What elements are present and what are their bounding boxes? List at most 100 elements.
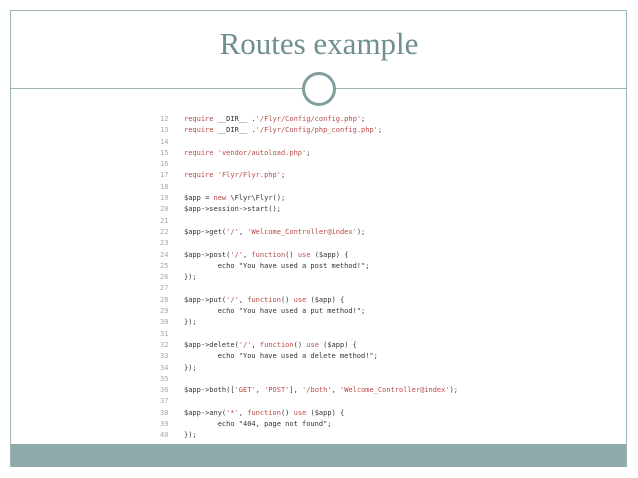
code-token: }); [184, 273, 197, 282]
code-token: $app->get( [184, 227, 227, 236]
line-number: 38 [160, 408, 169, 417]
code-token: '/both' [302, 386, 332, 395]
code-token: '/' [238, 340, 252, 349]
code-token: echo "404, page not found"; [184, 420, 332, 429]
code-line: 36 $app->both(['GET', 'POST'], '/both', '… [160, 385, 458, 396]
code-token: , [331, 386, 340, 395]
code-token: function [259, 340, 294, 349]
line-number: 12 [160, 115, 169, 123]
line-number: 26 [160, 273, 169, 282]
code-token: ($app) { [318, 340, 357, 349]
code-line: 24$app->post('/', function() use ($app) … [160, 250, 458, 261]
code-token: use [306, 340, 319, 349]
code-token: function [247, 408, 281, 417]
code-token: $app->delete( [184, 340, 239, 349]
code-line: 34}); [160, 363, 458, 374]
code-token: ($app) { [306, 295, 345, 304]
code-token: }); [184, 318, 197, 327]
line-number: 19 [160, 194, 169, 203]
code-token: 'Welcome_Controller@index' [247, 227, 357, 236]
code-token: '/Flyr/Config/php_config.php' [255, 126, 378, 135]
code-token: 'Welcome_Controller@index' [340, 386, 450, 395]
code-token: , [238, 227, 248, 236]
line-number: 40 [160, 431, 169, 440]
code-token: '/' [226, 227, 239, 236]
code-token: 'Flyr/Flyr.php' [217, 171, 281, 180]
code-token: 'POST' [264, 386, 290, 395]
code-token: require [184, 115, 214, 123]
circle-ornament-icon [302, 72, 336, 106]
code-token: use [297, 250, 311, 259]
line-number: 39 [160, 420, 169, 429]
code-token: () [293, 340, 307, 349]
line-number: 32 [160, 340, 169, 349]
code-token: ); [449, 386, 459, 395]
code-line: 26}); [160, 272, 458, 283]
code-token: $app->session->start(); [184, 205, 281, 214]
code-token: () [285, 250, 298, 259]
code-token: , [251, 340, 260, 349]
line-number: 35 [160, 374, 169, 383]
line-number: 31 [160, 329, 169, 338]
code-token: ; [377, 126, 383, 135]
line-number: 22 [160, 227, 169, 236]
code-token: echo "You have used a post method!"; [184, 261, 370, 270]
code-token: , [243, 250, 252, 259]
code-token: $app->post( [184, 250, 231, 259]
code-token: 'GET' [234, 386, 256, 395]
code-token: require [184, 171, 214, 180]
line-number: 20 [160, 205, 169, 214]
code-token: }); [184, 363, 197, 372]
line-number: 29 [160, 307, 169, 316]
line-number: 33 [160, 352, 169, 361]
code-token: () [280, 295, 294, 304]
code-token: \Flyr\Flyr(); [226, 194, 286, 203]
code-token: ], [289, 386, 303, 395]
code-token: ; [306, 148, 311, 157]
code-line: 18 [160, 182, 458, 193]
code-token: __DIR__ . [213, 126, 256, 135]
line-number: 28 [160, 295, 169, 304]
code-token: $app->any( [184, 408, 227, 417]
code-token: echo "You have used a put method!"; [184, 307, 366, 316]
code-line: 40}); [160, 430, 458, 441]
code-token: $app = [184, 194, 214, 203]
code-line: 35 [160, 374, 458, 385]
footer-bar [11, 444, 626, 467]
line-number: 21 [160, 216, 169, 225]
line-number: 14 [160, 137, 169, 146]
code-line: 29 echo "You have used a put method!"; [160, 306, 458, 317]
code-token: , [255, 386, 265, 395]
code-token: echo "You have used a delete method!"; [184, 352, 378, 361]
code-line: 20 $app->session->start(); [160, 204, 458, 215]
code-line: 19$app = new \Flyr\Flyr(); [160, 193, 458, 204]
code-line: 33 echo "You have used a delete method!"… [160, 351, 458, 362]
code-token: $app->both([ [184, 386, 235, 395]
line-number: 13 [160, 126, 169, 135]
code-token: }); [184, 431, 197, 440]
code-line: 28$app->put('/', function() use ($app) { [160, 295, 458, 306]
line-number: 18 [160, 182, 169, 191]
code-line: 39 echo "404, page not found"; [160, 419, 458, 430]
line-number: 34 [160, 363, 169, 372]
code-token: require [184, 148, 214, 157]
line-number: 16 [160, 160, 169, 169]
line-number: 24 [160, 250, 169, 259]
code-token: ($app) { [306, 408, 345, 417]
code-token: , [238, 408, 248, 417]
code-line: 22 $app->get('/', 'Welcome_Controller@ind… [160, 227, 458, 238]
code-line: 27 [160, 283, 458, 294]
code-line: 14 [160, 137, 458, 148]
code-line: 32 $app->delete('/', function() use ($app… [160, 340, 458, 351]
code-token: '/Flyr/Config/config.php' [255, 115, 362, 123]
code-listing: 12 require __DIR__ . '/Flyr/Config/config.… [160, 114, 458, 442]
code-line: 25 echo "You have used a post method!"; [160, 261, 458, 272]
line-number: 37 [160, 397, 169, 406]
line-number: 36 [160, 386, 169, 395]
code-token: $app->put( [184, 295, 227, 304]
line-number: 30 [160, 318, 169, 327]
code-line: 23 [160, 238, 458, 249]
